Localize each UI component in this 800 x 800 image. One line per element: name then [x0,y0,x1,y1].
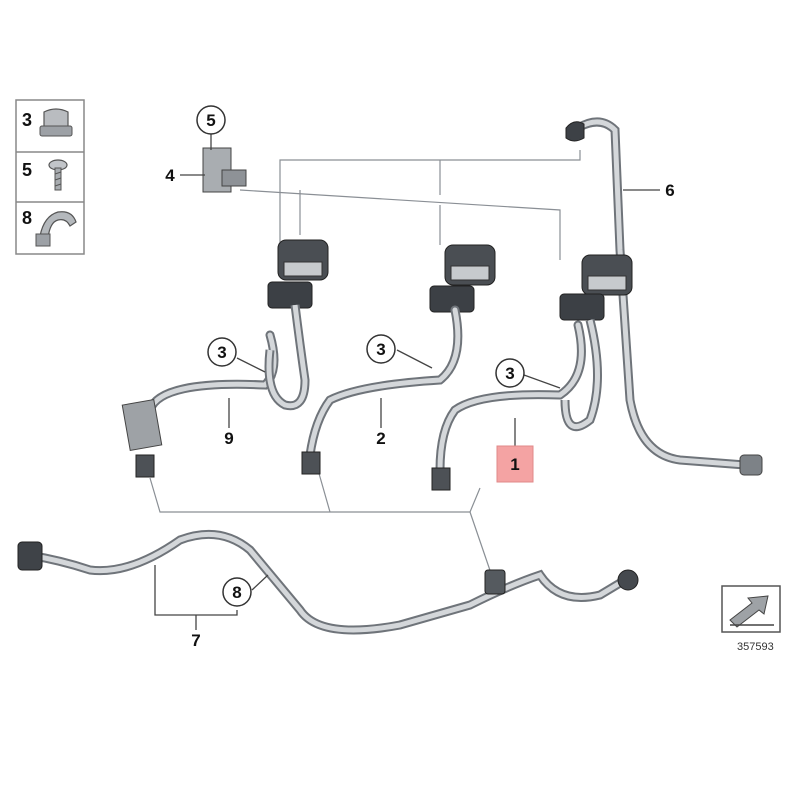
reference-box: 357593 [721,585,781,653]
hose-clip-icon [39,108,73,137]
valve-unit-left [121,239,329,478]
callout-6: 6 [665,181,674,200]
svg-text:9: 9 [224,429,233,448]
callout-8: 8 [222,577,252,607]
svg-text:3: 3 [505,364,514,383]
svg-text:3: 3 [217,343,226,362]
legend-number: 8 [22,208,32,228]
callout-9: 9 [224,429,233,448]
leader-lines [154,134,660,630]
callout-3-left: 3 [207,337,237,367]
pipe-7 [17,529,639,635]
callout-3-right: 3 [495,358,525,388]
pipe-6 [565,117,763,476]
bracket-4 [202,147,247,193]
svg-text:2: 2 [376,429,385,448]
callout-5: 5 [196,105,226,135]
screw-icon [48,159,68,191]
svg-text:4: 4 [165,166,175,185]
svg-text:8: 8 [232,583,241,602]
reference-code: 357593 [737,641,774,653]
valve-unit-right [431,254,633,491]
arrow-icon [729,595,774,628]
callout-1-highlighted: 1 [496,445,534,483]
bracket-clip-icon [35,211,77,247]
legend-number: 3 [22,110,32,130]
svg-text:5: 5 [206,111,215,130]
callout-7: 7 [191,631,200,650]
svg-text:6: 6 [665,181,674,200]
svg-text:7: 7 [191,631,200,650]
svg-text:3: 3 [376,340,385,359]
parts-legend: 3 5 8 [15,99,85,255]
svg-text:1: 1 [510,455,519,474]
legend-number: 5 [22,160,32,180]
valve-unit-middle [301,244,496,475]
callout-4: 4 [165,166,175,185]
callout-2: 2 [376,429,385,448]
callout-3-middle: 3 [366,334,396,364]
guide-lines [149,150,581,586]
